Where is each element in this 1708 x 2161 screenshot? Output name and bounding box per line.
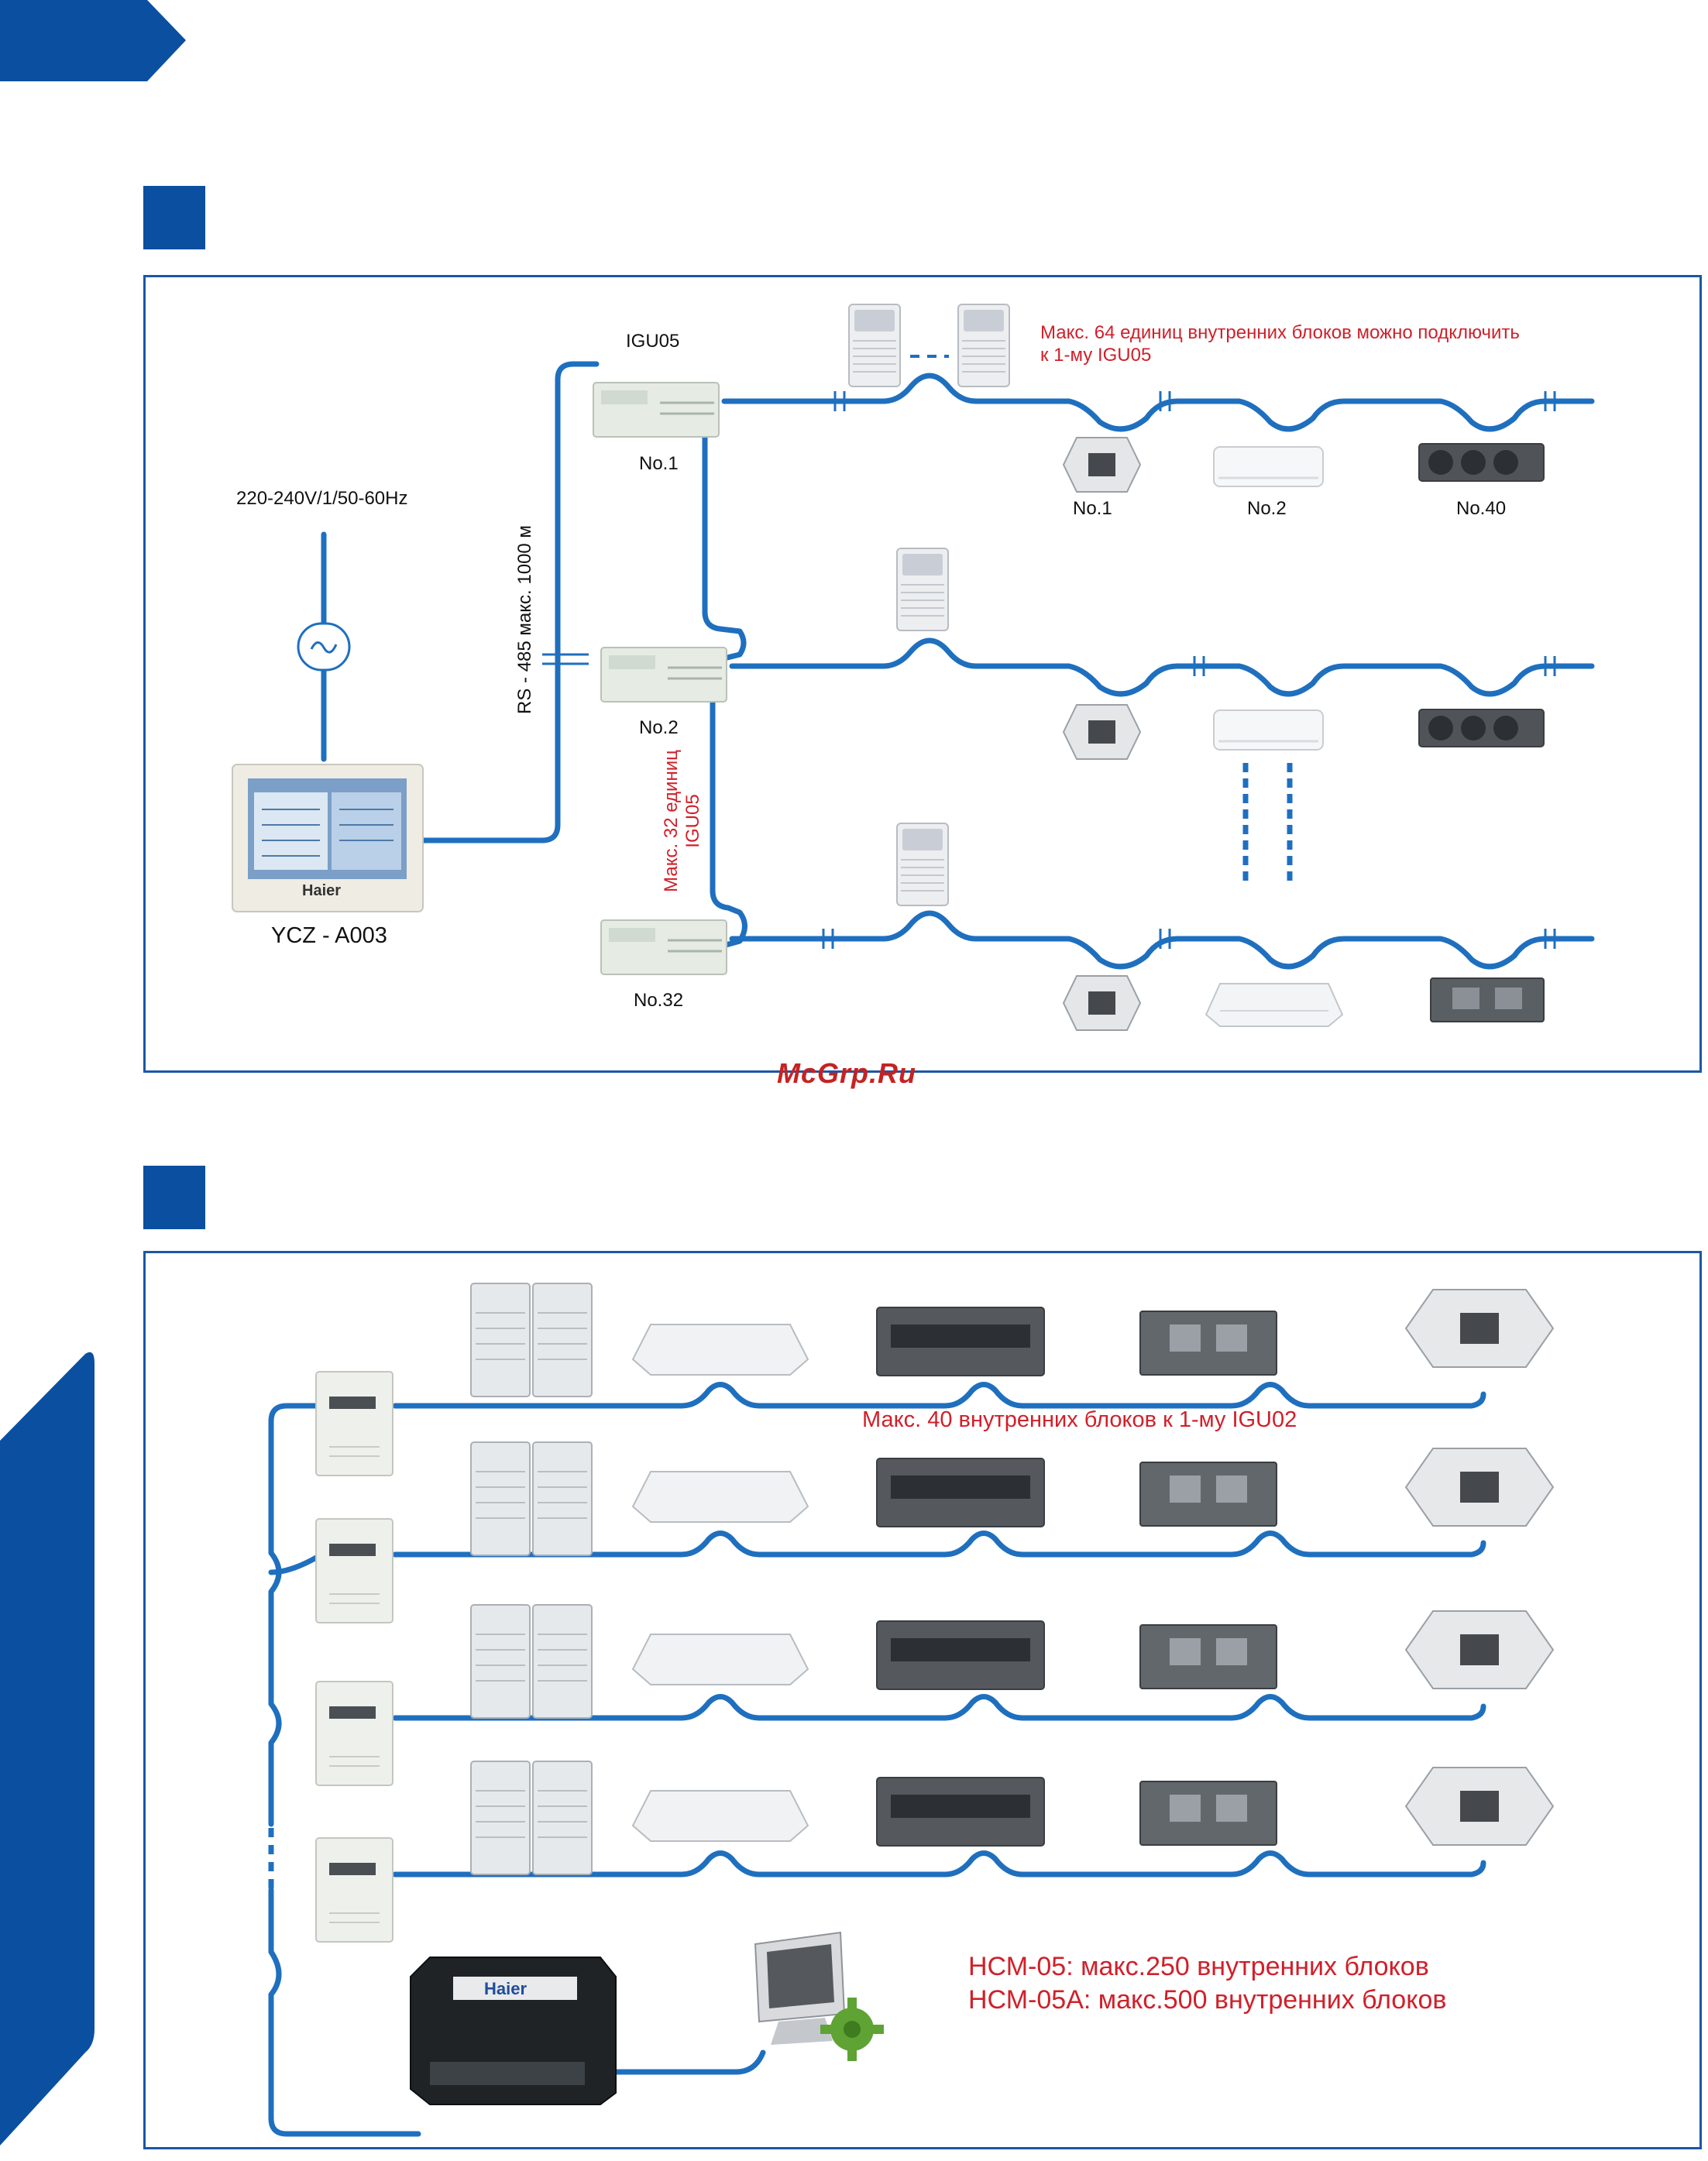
computer-monitor-icon: [754, 1931, 846, 2045]
duct-unit-icon: [1430, 977, 1545, 1022]
duct-unit-icon: [1139, 1462, 1277, 1527]
duct-unit-icon: [876, 1307, 1045, 1376]
wall-split-icon: [1213, 709, 1324, 751]
duct-unit-icon: [1139, 1311, 1277, 1376]
diagram-panel-1: [143, 275, 1702, 1073]
cassette-unit-icon: [1404, 1448, 1555, 1527]
gateway-label-1: No.1: [639, 453, 679, 474]
outdoor-unit-icon: [470, 1441, 593, 1556]
gateway-module-icon: [315, 1518, 393, 1623]
gateway-title: IGU05: [626, 331, 680, 352]
ceiling-unit-icon: [631, 1471, 809, 1523]
indoor-label-2: No.2: [1247, 498, 1287, 519]
row1-note: Макс. 40 внутренних блоков к 1-му IGU02: [862, 1407, 1297, 1432]
duct-unit-icon: [1139, 1781, 1277, 1846]
ceiling-unit-icon: [631, 1324, 809, 1376]
controller-label: YCZ - A003: [271, 923, 387, 948]
outdoor-unit-icon: [848, 304, 901, 387]
gateway-note: Макс. 32 единиц IGU05: [661, 750, 703, 892]
indoor-label-40: No.40: [1456, 498, 1507, 519]
watermark: McGrp.Ru: [777, 1057, 917, 1089]
cassette-unit-icon: [1062, 437, 1142, 493]
gateway-module-icon: [593, 382, 720, 438]
hcm-note-1: НСМ-05: макс.250 внутренних блоков: [968, 1952, 1429, 1981]
duct-unit-icon: [876, 1458, 1045, 1527]
wall-split-icon: [1213, 446, 1324, 487]
hcm-note-2: НСМ-05А: макс.500 внутренних блоков: [968, 1985, 1447, 2015]
ceiling-unit-icon: [1205, 983, 1344, 1027]
gateway-label-32: No.32: [634, 990, 684, 1011]
top-note-line2: к 1-му IGU05: [1040, 345, 1152, 366]
duct-unit-icon: [876, 1620, 1045, 1690]
outdoor-unit-icon: [957, 304, 1010, 387]
gateway-module-icon: [600, 919, 727, 975]
controller-brand: Haier: [302, 882, 342, 899]
gateway-module-icon: [315, 1837, 393, 1943]
outdoor-unit-icon: [470, 1761, 593, 1875]
outdoor-unit-icon: [896, 548, 949, 631]
bus-label: RS - 485 макс. 1000 м: [514, 525, 535, 714]
duct-unit-icon: [1418, 443, 1545, 482]
cassette-unit-icon: [1062, 704, 1142, 760]
side-accent: [0, 1352, 95, 2146]
gateway-module-icon: [600, 647, 727, 703]
section-marker-2: [143, 1166, 205, 1229]
ceiling-unit-icon: [631, 1790, 809, 1842]
diagram-panel-2: [143, 1251, 1702, 2149]
duct-unit-icon: [1139, 1624, 1277, 1689]
duct-unit-icon: [876, 1777, 1045, 1847]
gear-icon: [820, 1998, 884, 2061]
indoor-label-1: No.1: [1073, 498, 1112, 519]
section-marker-1: [143, 186, 205, 249]
outdoor-unit-icon: [470, 1283, 593, 1397]
ac-power-icon: [297, 622, 351, 672]
cassette-unit-icon: [1404, 1767, 1555, 1846]
top-note-line1: Макс. 64 единиц внутренних блоков можно …: [1040, 322, 1520, 343]
cassette-unit-icon: [1404, 1289, 1555, 1368]
gateway-module-icon: [315, 1371, 393, 1476]
header-tab: [0, 0, 186, 81]
ceiling-unit-icon: [631, 1634, 809, 1685]
cassette-unit-icon: [1404, 1610, 1555, 1689]
outdoor-unit-icon: [896, 823, 949, 906]
diagram2-lines: [268, 1382, 1486, 2137]
hcm-box-icon: [410, 1957, 617, 2105]
outdoor-unit-icon: [470, 1604, 593, 1719]
cassette-unit-icon: [1062, 975, 1142, 1031]
power-label: 220-240V/1/50-60Hz: [236, 488, 408, 509]
touch-controller-icon: [232, 764, 424, 912]
duct-unit-icon: [1418, 709, 1545, 747]
diagram1-lines: [297, 355, 1595, 970]
gateway-module-icon: [315, 1681, 393, 1786]
gateway-label-2: No.2: [639, 717, 679, 738]
hcm-brand: Haier: [484, 1979, 528, 1998]
